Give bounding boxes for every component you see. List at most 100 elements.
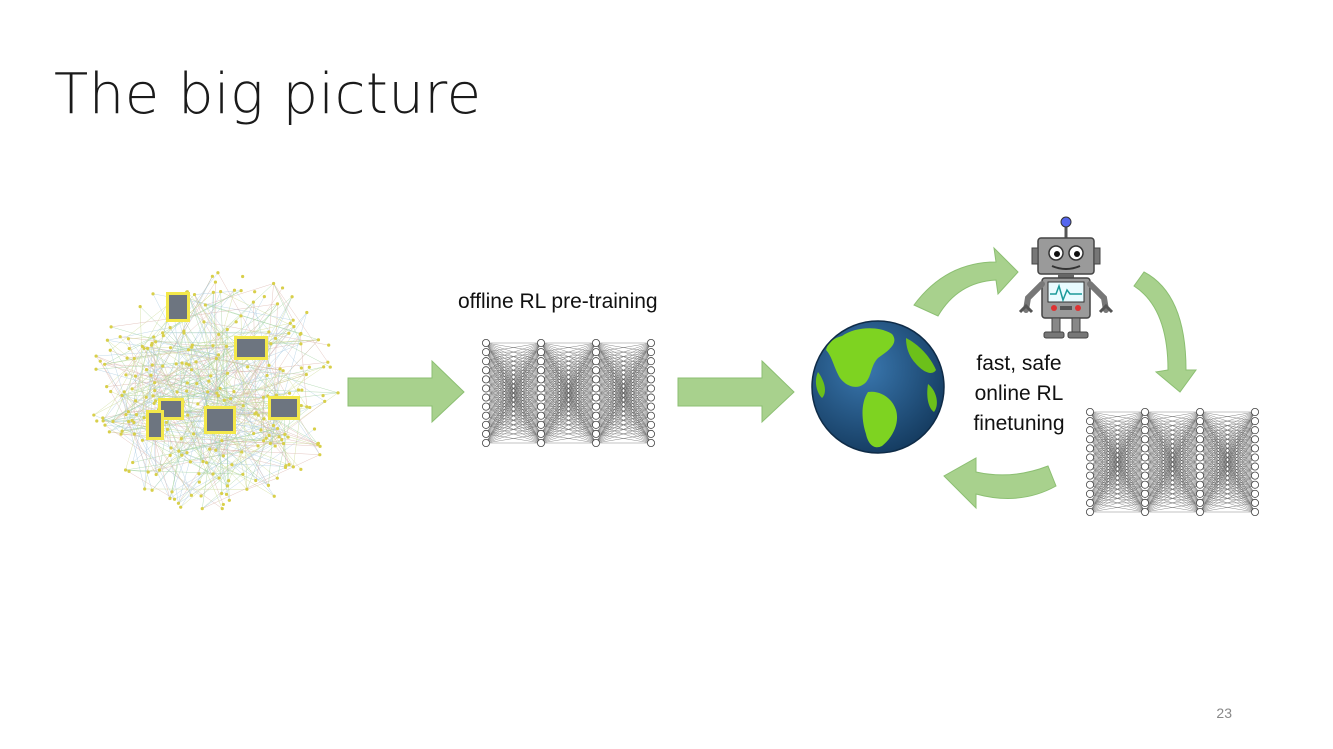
network-edge [1089, 411, 1146, 513]
graph-node [177, 449, 181, 453]
network-node [1086, 444, 1095, 453]
graph-node [219, 289, 223, 294]
network-node [481, 357, 490, 366]
graph-node [281, 369, 285, 373]
network-node [1196, 417, 1205, 426]
graph-node [103, 362, 107, 366]
network-edge [595, 352, 652, 444]
graph-edge [192, 322, 291, 346]
network-node [1196, 435, 1205, 444]
graph-edge [135, 344, 241, 377]
network-node [647, 357, 656, 366]
graph-node [304, 372, 308, 377]
network-node [1196, 471, 1205, 480]
graph-node [229, 397, 233, 401]
graph-edge [178, 391, 208, 504]
network-edge [1199, 457, 1256, 513]
network-edge [595, 342, 652, 389]
network-node [481, 338, 490, 347]
graph-node [197, 480, 201, 484]
network-node [537, 357, 546, 366]
graph-node [180, 361, 184, 365]
network-node [1251, 444, 1260, 453]
graph-edge [299, 334, 308, 407]
graph-node [266, 483, 271, 487]
network-node [481, 420, 490, 429]
graph-node [216, 271, 220, 275]
graph-node [105, 385, 109, 389]
graph-node [224, 492, 229, 496]
network-node [1196, 480, 1205, 489]
network-node [592, 384, 601, 393]
graph-node [216, 394, 220, 398]
network-edge [595, 379, 652, 444]
network-edge [595, 342, 652, 398]
network-edge [1089, 411, 1146, 476]
graph-node [291, 465, 295, 469]
network-node [1251, 507, 1260, 516]
network-edge [1144, 457, 1201, 513]
graph-node [161, 331, 165, 335]
network-node [1086, 480, 1095, 489]
graph-image-thumbnail [169, 295, 187, 319]
graph-edge [158, 409, 220, 479]
graph-node [277, 435, 281, 439]
network-edge [540, 415, 597, 444]
network-node [647, 348, 656, 357]
network-node [592, 338, 601, 347]
graph-node [130, 387, 134, 391]
network-edge [485, 370, 542, 444]
graph-node [95, 419, 99, 423]
graph-node [170, 490, 174, 494]
network-edge [595, 361, 652, 444]
graph-edge [110, 346, 143, 392]
graph-edge [128, 344, 241, 412]
graph-image-thumbnail [149, 413, 161, 437]
network-edge [540, 370, 597, 444]
graph-edge [255, 368, 281, 481]
network-node [1086, 462, 1095, 471]
network-edge [595, 433, 652, 444]
finetuning-label-line-3: finetuning [973, 412, 1065, 435]
graph-node [299, 342, 303, 346]
graph-node [299, 403, 303, 408]
graph-node [222, 398, 226, 402]
network-edge [485, 352, 542, 444]
network-edge [1199, 411, 1256, 440]
graph-node [241, 472, 245, 476]
page-number: 23 [1216, 705, 1232, 721]
network-edge [1144, 448, 1201, 513]
network-node [1251, 498, 1260, 507]
graph-node [287, 331, 291, 335]
graph-edge [104, 364, 175, 500]
network-edge [540, 424, 597, 444]
graph-node [253, 290, 257, 294]
graph-node [262, 295, 266, 299]
network-node [481, 411, 490, 420]
graph-node [288, 321, 292, 325]
graph-node [165, 427, 170, 432]
graph-node [108, 348, 112, 352]
slide-title: The big picture [54, 62, 482, 127]
graph-node [271, 281, 276, 286]
graph-node [275, 302, 280, 306]
network-edge [1199, 411, 1256, 494]
network-edge [1199, 411, 1256, 449]
network-edge [485, 342, 542, 434]
graph-node [109, 325, 113, 329]
graph-node [220, 507, 224, 511]
graph-node [126, 420, 131, 424]
graph-node [130, 418, 134, 422]
graph-node [122, 390, 126, 394]
graph-node [146, 470, 150, 474]
graph-edge [111, 303, 278, 328]
graph-node [98, 359, 102, 363]
graph-edge [93, 364, 190, 416]
graph-node [203, 303, 207, 307]
network-node [1196, 426, 1205, 435]
network-edge [595, 342, 652, 444]
network-edge [1144, 411, 1201, 431]
network-edge [485, 342, 542, 353]
graph-node [287, 391, 292, 395]
graph-node [268, 441, 272, 446]
